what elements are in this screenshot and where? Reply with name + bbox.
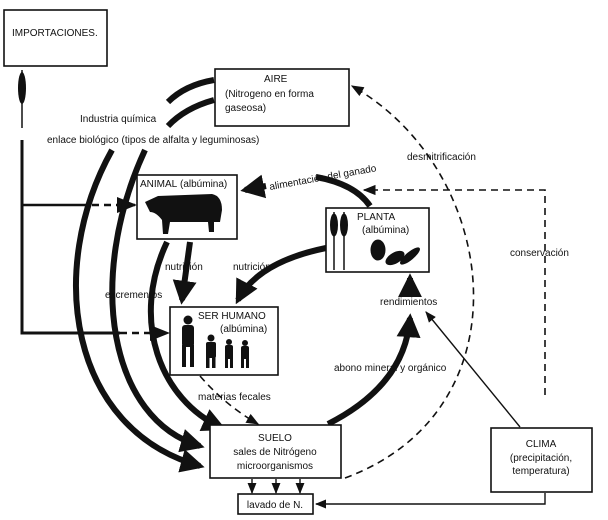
arrow-abono — [326, 313, 421, 427]
arrow-materias-fecales — [199, 375, 260, 425]
node-title: IMPORTACIONES. — [12, 28, 98, 39]
label-abono: abono mineral y orgánico — [334, 363, 447, 374]
arrow-industria-suelo — [73, 148, 205, 473]
arrow-planta-ganado — [315, 174, 373, 208]
node-suelo: SUELO sales de Nitrógeno microorganismos — [209, 424, 342, 479]
node-animal: ANIMAL (albúmina) — [136, 174, 238, 240]
node-ser-humano: SER HUMANO (albúmina) — [169, 306, 279, 376]
plant-icon — [330, 212, 420, 270]
label-conservacion: conservación — [510, 248, 569, 259]
node-planta: PLANTA (albúmina) — [325, 207, 430, 273]
node-title: AIRE — [264, 74, 288, 85]
node-line: sales de Nitrógeno — [233, 447, 317, 458]
arrow-excrementos-suelo — [147, 240, 227, 432]
label-nutricion-animal: nutrición — [165, 262, 203, 273]
arrow-aire-industria — [165, 77, 215, 105]
arrow-nutricion-animal — [172, 241, 197, 305]
node-title: SUELO — [258, 433, 292, 444]
label-nutricion-planta: nutrición — [233, 262, 271, 273]
arrow-enlace-suelo — [109, 148, 205, 453]
arrow-aire-enlace — [165, 97, 215, 129]
label-alimentacion: alimentación del ganado — [269, 163, 378, 193]
wheat-icon — [18, 70, 26, 128]
arrow-desmitrificacion — [344, 85, 475, 479]
node-line: temperatura) — [512, 466, 569, 477]
arrow-nutricion-planta — [235, 245, 327, 305]
node-clima: CLIMA (precipitación, temperatura) — [490, 427, 593, 493]
node-subtitle: (albúmina) — [362, 225, 409, 236]
label-enlace: enlace biológico (tipos de alfalta y leg… — [47, 135, 259, 146]
node-line: (precipitación, — [510, 453, 572, 464]
node-title: SER HUMANO — [198, 311, 266, 322]
node-subtitle: (albúmina) — [220, 324, 267, 335]
label-excrementos: excrementos — [105, 290, 162, 301]
node-importaciones: IMPORTACIONES. — [3, 9, 108, 67]
human-family-icon — [182, 315, 249, 368]
node-title: lavado de N. — [247, 500, 303, 511]
node-title: PLANTA — [357, 212, 395, 223]
arrow-conservacion — [362, 184, 546, 395]
node-title: CLIMA — [526, 439, 557, 450]
label-desmitrificacion: desmitrificación — [407, 152, 476, 163]
node-line: gaseosa) — [225, 103, 266, 114]
arrow-clima-rendimientos — [425, 311, 521, 428]
node-lavado: lavado de N. — [237, 493, 314, 515]
node-aire: AIRE (Nitrogeno en forma gaseosa) — [214, 68, 350, 127]
node-subtitle: (albúmina) — [180, 179, 227, 190]
arrow-clima-lavado — [314, 493, 546, 509]
cow-icon — [145, 194, 222, 234]
arrow-alimentacion-animal — [240, 174, 267, 199]
label-rendimientos: rendimientos — [380, 297, 437, 308]
label-industria: Industria química — [80, 114, 157, 125]
label-materias: materias fecales — [198, 392, 271, 403]
node-line: microorganismos — [237, 461, 313, 472]
node-line: (Nitrogeno en forma — [225, 89, 314, 100]
node-title: ANIMAL — [140, 179, 178, 190]
